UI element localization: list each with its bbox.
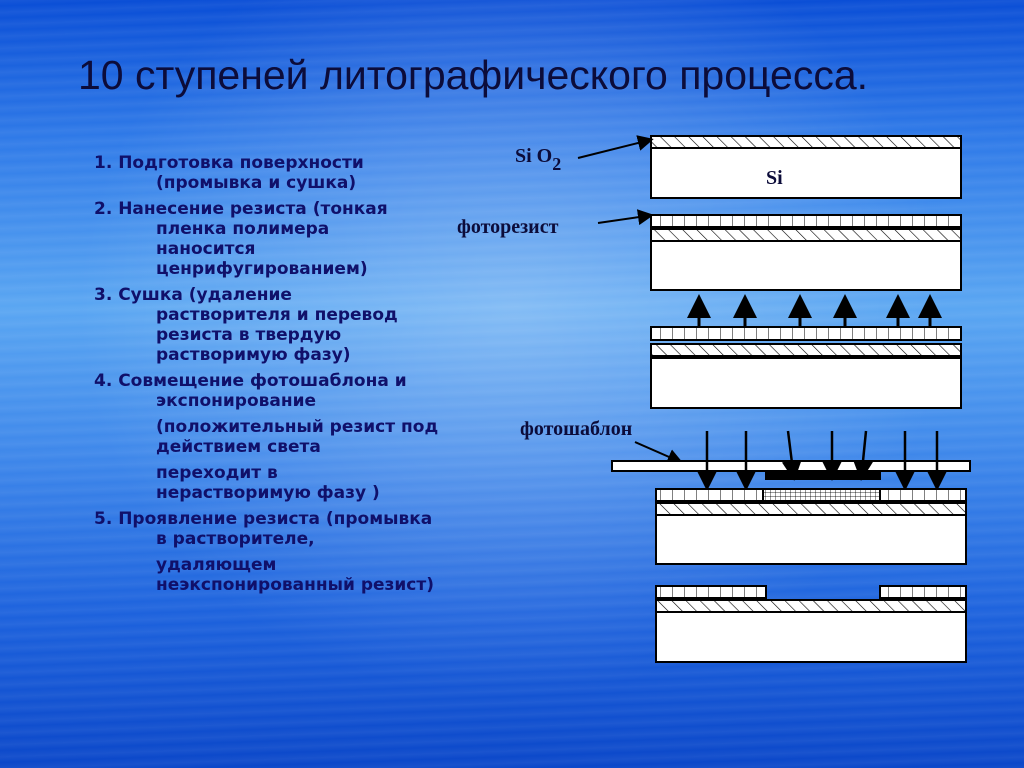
- photoresist-remaining-left: [655, 585, 767, 599]
- photoresist-layer: [650, 214, 962, 228]
- si-substrate: [655, 514, 967, 565]
- stage-1-substrate: Si Si O2: [515, 135, 962, 199]
- step-3: 3. Сушка (удаление растворителя и перево…: [94, 285, 398, 365]
- stage-4-exposure: фотошаблон: [520, 418, 971, 565]
- sio2-label: Si O2: [515, 145, 561, 174]
- si-substrate: [655, 611, 967, 663]
- step-1: 1. Подготовка поверхности (промывка и су…: [94, 153, 364, 193]
- photoresist-unexposed-left: [655, 488, 764, 502]
- page-title: 10 ступеней литографического процесса.: [78, 52, 869, 98]
- sio2-layer: [650, 135, 962, 149]
- stage-2-resist: фоторезист: [457, 209, 962, 291]
- sio2-layer: [650, 228, 962, 242]
- photoresist-layer: [650, 326, 962, 341]
- stage-5-development: [655, 585, 967, 663]
- si-substrate: [650, 147, 962, 199]
- evaporation-arrows: [687, 294, 942, 326]
- photoresist-remaining-right: [879, 585, 967, 599]
- photoresist-unexposed-right: [879, 488, 967, 502]
- stage-3-drying: [650, 294, 962, 409]
- step-2: 2. Нанесение резиста (тонкая пленка поли…: [94, 199, 388, 279]
- down-arrow: [853, 430, 873, 481]
- photoresist-exposed-region: [762, 488, 881, 502]
- si-label: Si: [766, 167, 783, 189]
- exposure-arrows: [697, 430, 947, 491]
- sio2-layer: [655, 502, 967, 516]
- sio2-pointer-arrow: [577, 135, 654, 159]
- photoresist-label: фоторезист: [457, 216, 559, 238]
- photomask-label: фотошаблон: [520, 418, 632, 440]
- sio2-layer: [655, 599, 967, 613]
- down-arrow: [781, 430, 802, 481]
- step-5: 5. Проявление резиста (промывка в раство…: [94, 509, 435, 595]
- sio2-layer: [650, 343, 962, 357]
- photoresist-pointer-arrow: [597, 209, 654, 226]
- si-substrate: [650, 357, 962, 409]
- si-substrate: [650, 240, 962, 291]
- mask-opaque-bar: [765, 471, 881, 480]
- steps-list: 1. Подготовка поверхности (промывка и су…: [94, 153, 514, 601]
- step-4: 4. Совмещение фотошаблона и экспонирован…: [94, 371, 439, 503]
- photomask-pointer-arrow: [634, 441, 684, 465]
